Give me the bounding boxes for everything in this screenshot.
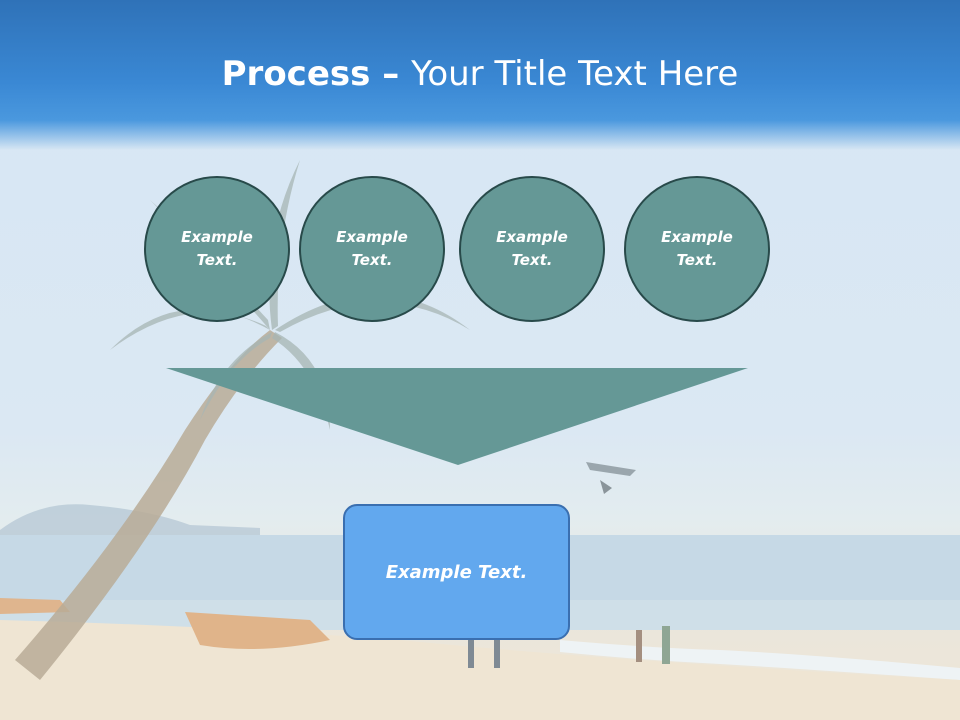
title-dash: – [370,54,412,94]
process-step-4: Example Text. [624,176,770,322]
slide-title: Process – Your Title Text Here [0,52,960,96]
title-rest: Your Title Text Here [411,54,739,94]
process-step-1: Example Text. [144,176,290,322]
process-step-2: Example Text. [299,176,445,322]
process-step-1-label: Example Text. [181,228,253,269]
title-bold: Process [221,54,371,94]
title-bar [0,0,960,150]
process-step-3-label: Example Text. [496,228,568,269]
process-step-2-label: Example Text. [336,228,408,269]
process-step-4-label: Example Text. [661,228,733,269]
result-label: Example Text. [385,561,528,583]
result-box: Example Text. [343,504,570,640]
process-step-3: Example Text. [459,176,605,322]
